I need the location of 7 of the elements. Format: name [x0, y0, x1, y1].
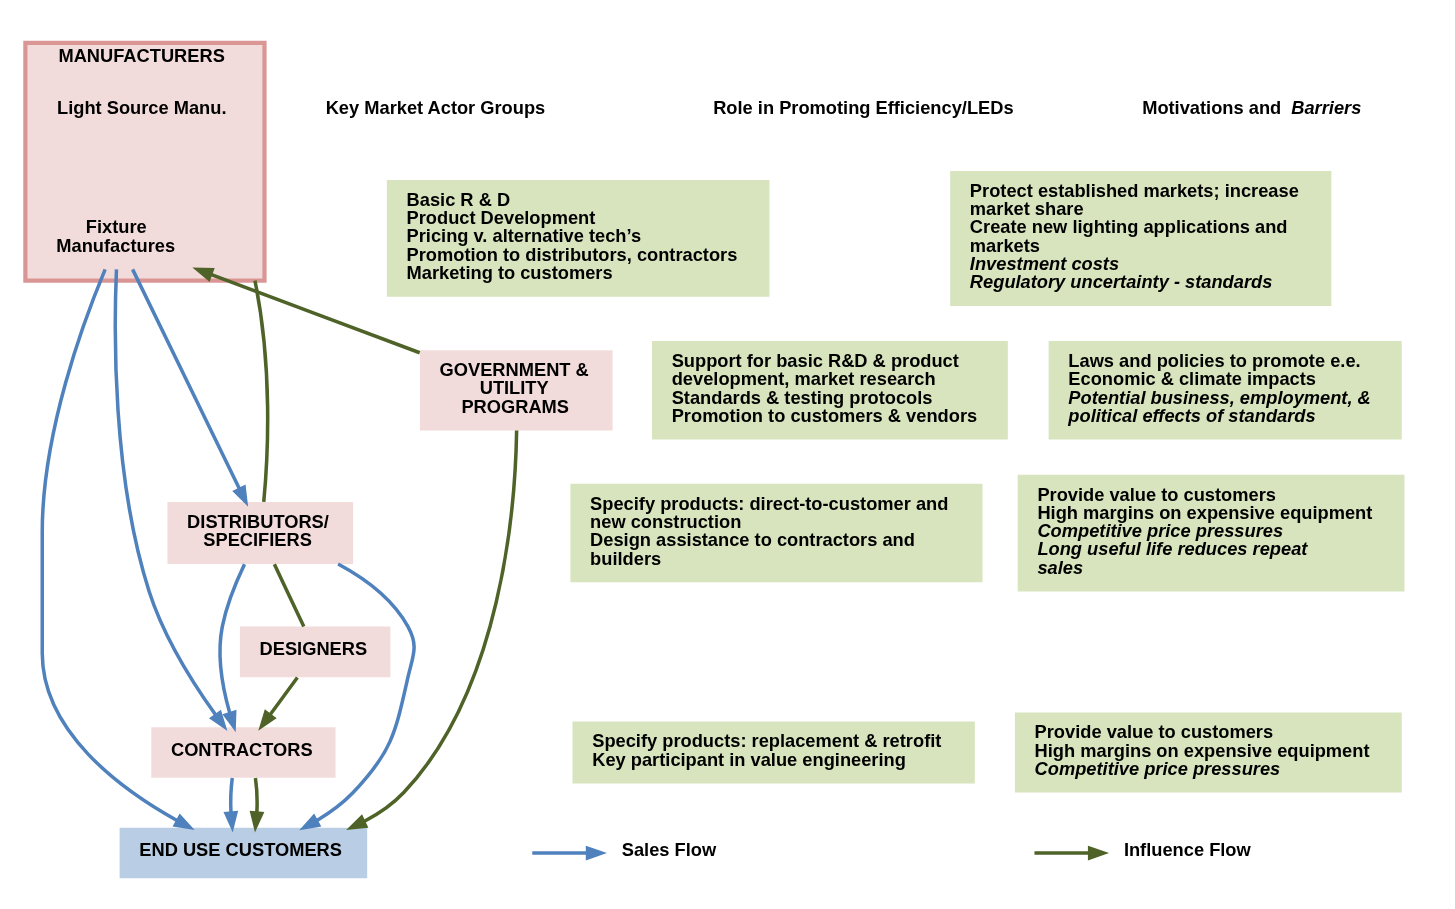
legend-label: Influence Flow — [1123, 838, 1251, 860]
node-text: Fixture Manufactures — [56, 215, 176, 256]
label: Key Market Actor Groups — [325, 96, 546, 118]
node-text: Light Source Manu. — [57, 96, 227, 118]
legend-label: Sales Flow — [621, 838, 717, 860]
label: Motivations and Barriers — [1142, 96, 1362, 118]
label: Role in Promoting Efficiency/LEDs — [713, 96, 1014, 118]
